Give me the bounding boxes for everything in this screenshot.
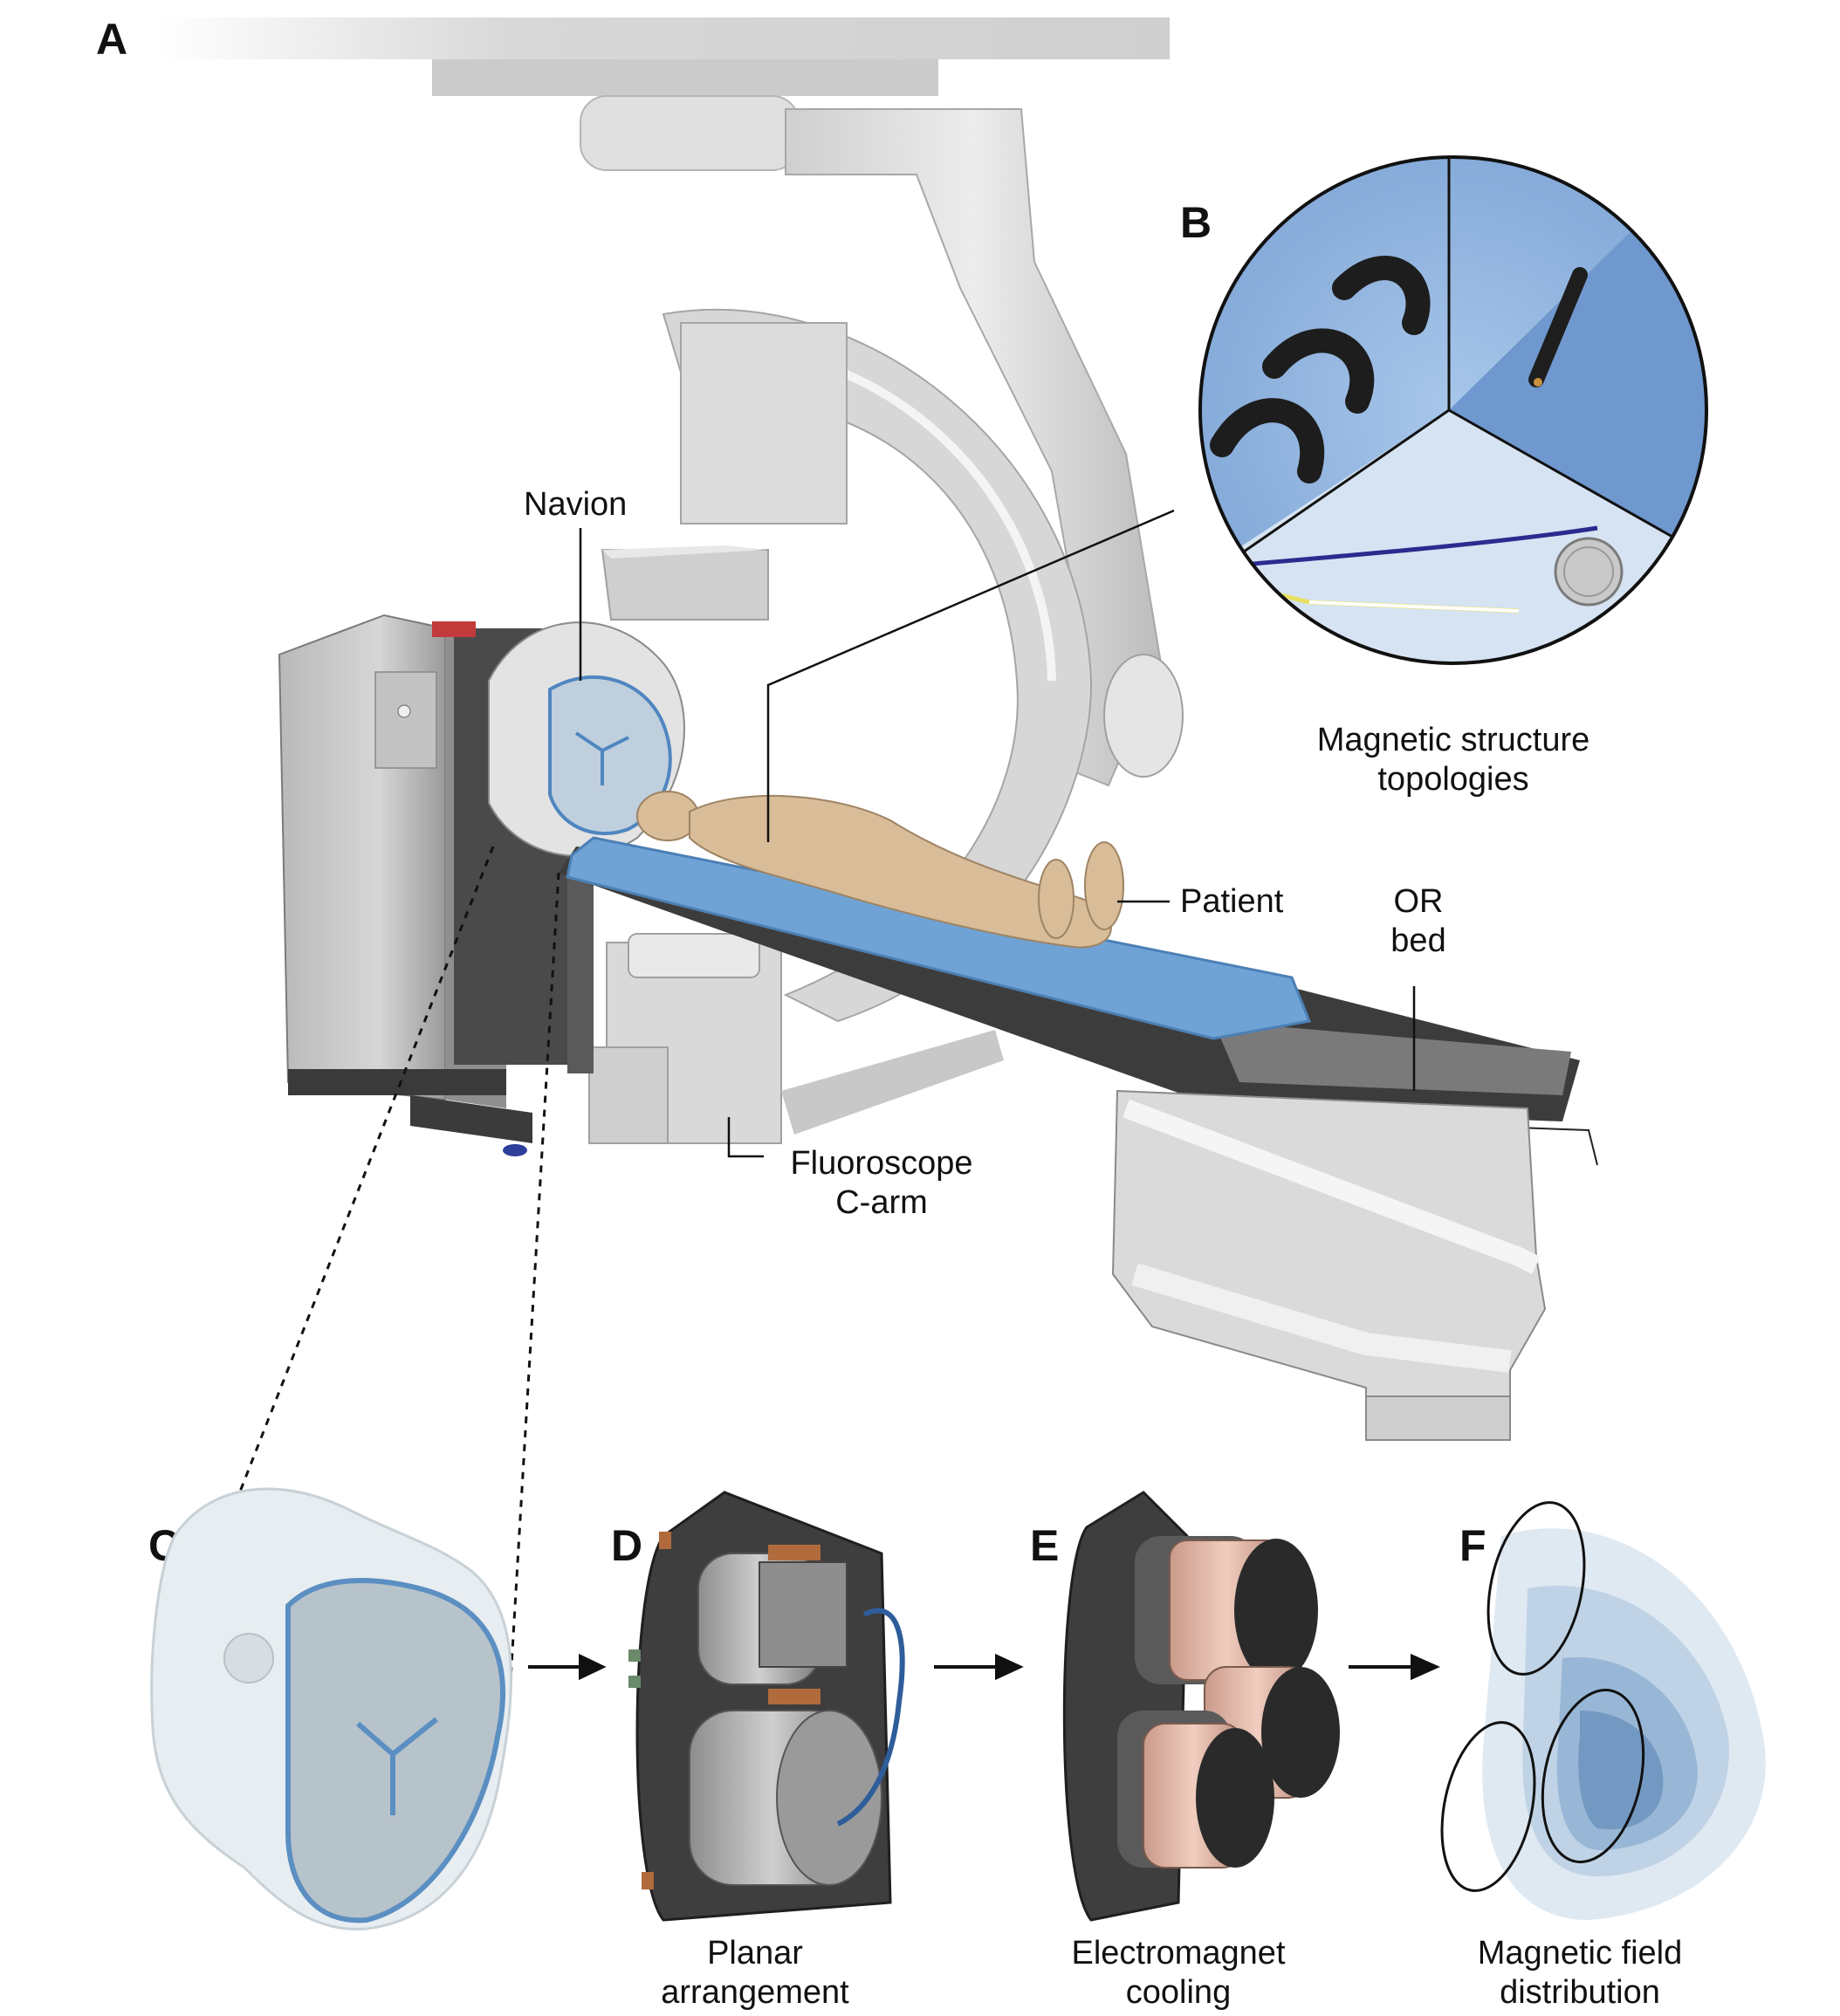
panel-letter-d: D	[611, 1521, 642, 1570]
label-field-line2: distribution	[1500, 1974, 1660, 2011]
coil-outline-middle	[1541, 1689, 1645, 1863]
panel-letter-b: B	[1180, 198, 1212, 247]
panel-letter-f: F	[1459, 1521, 1486, 1570]
flow-arrows	[528, 1653, 1440, 1681]
panel-letter-e: E	[1030, 1521, 1059, 1570]
catheter	[1212, 525, 1598, 570]
panel-letter-a: A	[96, 15, 127, 64]
label-fluoroscope-line2: C-arm	[835, 1184, 928, 1221]
or-bed	[559, 836, 1598, 1441]
label-or-bed-line2: bed	[1390, 922, 1445, 959]
field-volume	[1482, 1528, 1766, 1920]
inset-border	[1198, 155, 1708, 665]
coil-outline-bottom	[1440, 1721, 1536, 1892]
label-or-bed-line1: OR	[1394, 883, 1444, 920]
panel-f: F Magnetic field distribution	[1440, 1501, 1766, 2011]
label-field-line1: Magnetic field	[1478, 1935, 1682, 1971]
panel-e: E Electromagnet cooling	[1030, 1491, 1340, 2011]
label-planar-line1: Planar	[707, 1935, 803, 1971]
rod-structure	[1528, 267, 1588, 387]
coin	[1554, 537, 1624, 607]
fluoroscope-detector	[588, 933, 1004, 1144]
label-magnetic-structure-line2: topologies	[1377, 761, 1528, 798]
navion-head	[488, 621, 685, 857]
c-arm-support	[601, 108, 1184, 1023]
panel-b: B Magnetic structure	[1180, 155, 1708, 798]
label-fluoroscope-line1: Fluoroscope	[790, 1145, 972, 1182]
panel-a: A	[96, 15, 1598, 1441]
label-planar-line2: arrangement	[661, 1974, 849, 2011]
panel-c: C	[148, 1487, 512, 1930]
panel-d: D Planar arrangement	[611, 1491, 905, 2011]
zoom-lines	[221, 846, 560, 1681]
label-magnetic-structure-line1: Magnetic structure	[1317, 722, 1590, 758]
leader-lines	[579, 509, 1416, 1158]
coil-outline-top	[1486, 1501, 1586, 1676]
label-navion: Navion	[524, 486, 627, 523]
label-electromagnet-line2: cooling	[1126, 1974, 1231, 2011]
helical-structure	[1210, 256, 1431, 483]
patient-figure	[636, 791, 1124, 949]
label-patient: Patient	[1180, 883, 1284, 920]
label-electromagnet-line1: Electromagnet	[1071, 1935, 1285, 1971]
